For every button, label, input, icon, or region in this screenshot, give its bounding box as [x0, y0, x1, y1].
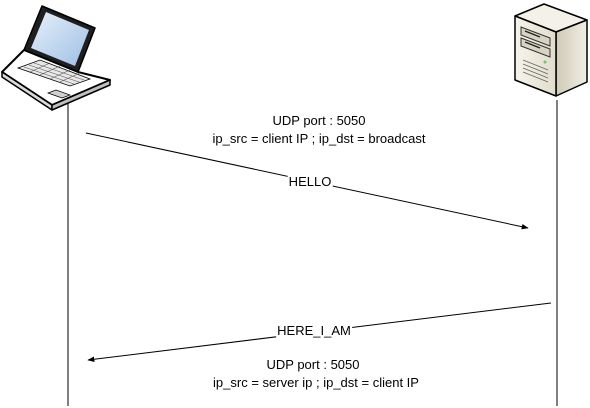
message-info-line-ip: ip_src = server ip ; ip_dst = client IP: [213, 375, 419, 390]
message-label-here-i-am: HERE_I_AM: [276, 323, 352, 339]
laptop-icon: [1, 5, 111, 111]
message-info-line-port: UDP port : 5050: [266, 357, 360, 372]
message-info-line-ip: ip_src = client IP ; ip_dst = broadcast: [212, 131, 426, 146]
message-label-hello: HELLO: [287, 174, 333, 190]
server-tower-icon: [514, 3, 588, 97]
message-info-line-port: UDP port : 5050: [272, 113, 366, 128]
